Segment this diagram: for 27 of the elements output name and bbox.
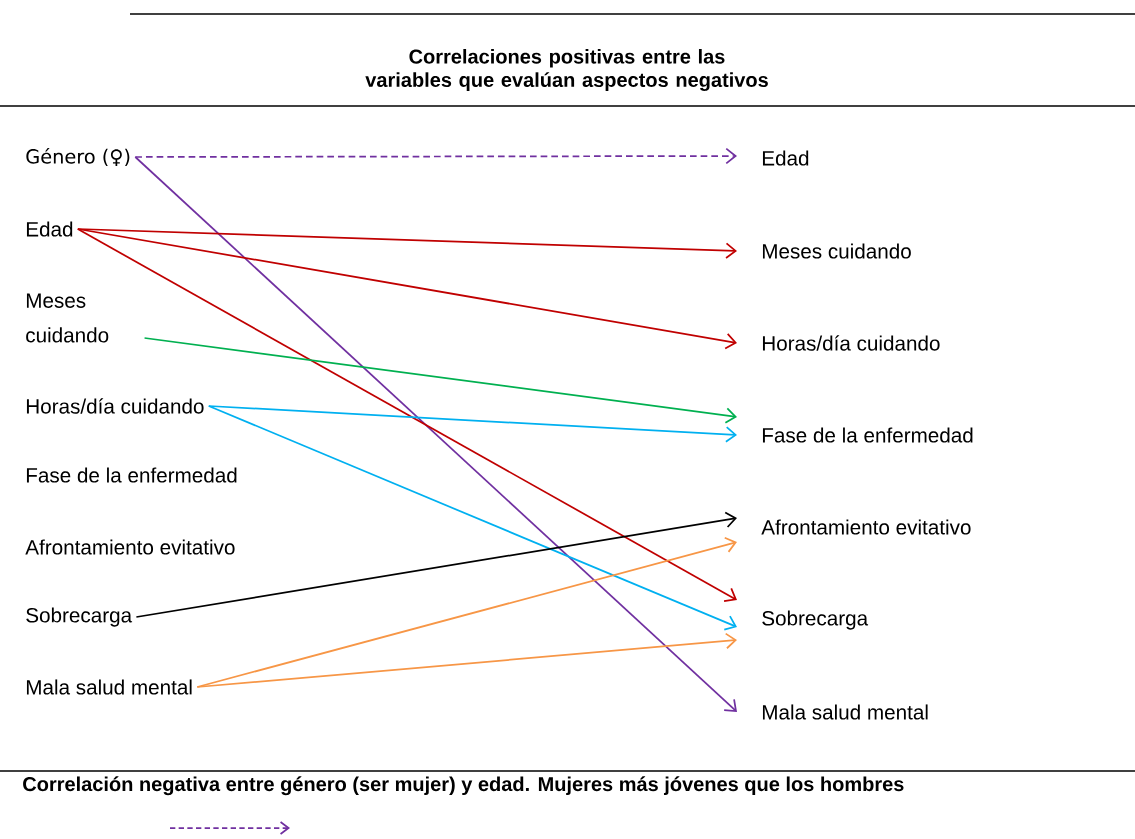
arrow xyxy=(76,228,737,602)
variable-label: Sobrecarga xyxy=(26,607,133,627)
arrow xyxy=(196,536,737,688)
arrow xyxy=(76,228,737,350)
arrow xyxy=(196,632,737,688)
variable-label: Mala salud mental xyxy=(762,704,928,720)
arrow xyxy=(134,156,737,712)
variable-label: Edad xyxy=(762,150,809,166)
arrow xyxy=(135,511,737,618)
variable-label: Afrontamiento evitativo xyxy=(25,539,235,555)
variable-label: Género (♀) xyxy=(26,148,130,166)
arrow xyxy=(143,337,737,424)
arrow xyxy=(134,147,737,165)
variable-label: Horas/día cuidando xyxy=(26,398,204,414)
variable-label: Horas/día cuidando xyxy=(762,335,940,351)
variable-label: Edad xyxy=(26,221,73,237)
variable-label: Afrontamiento evitativo xyxy=(761,519,971,535)
variable-label: Fase de la enfermedad xyxy=(762,427,973,443)
variable-label: Fase de la enfermedad xyxy=(26,467,237,483)
variable-label: Sobrecarga xyxy=(762,610,869,630)
variable-label: Mala salud mental xyxy=(26,679,192,695)
variable-label: Meses cuidando xyxy=(26,293,109,343)
arrow xyxy=(207,405,737,631)
title: Correlaciones positivas entre las variables que evalúan aspectos negativos xyxy=(365,48,768,92)
arrow xyxy=(207,405,737,443)
variable-label: Meses cuidando xyxy=(762,243,911,259)
legend-text: Correlación negativa entre género (ser mujer) y edad. Mujeres más jóvenes que los hombres xyxy=(23,776,904,796)
